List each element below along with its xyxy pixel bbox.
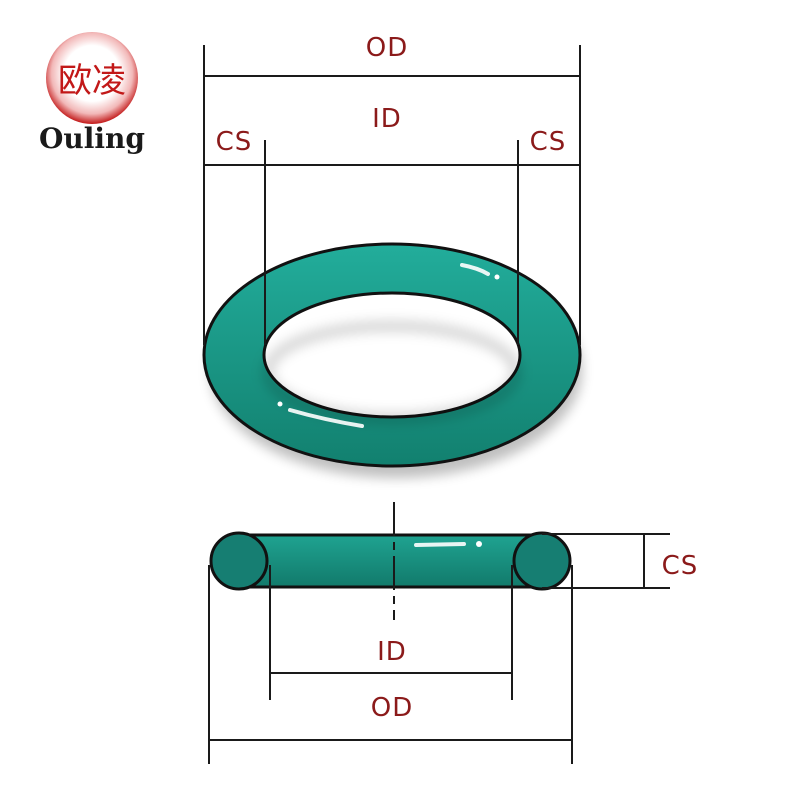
ring-inner-shadow <box>263 321 521 423</box>
brand-name: Ouling <box>39 122 145 155</box>
side-section-right <box>512 531 572 591</box>
side-highlight <box>414 542 466 547</box>
logo-glyphs: 欧凌 <box>58 61 126 101</box>
side-body <box>237 533 544 589</box>
top-id-label: ID <box>372 104 402 134</box>
top-od-label: OD <box>366 33 409 63</box>
side-section-left <box>209 531 269 591</box>
ring-inner-edge <box>262 291 522 419</box>
side-dimension-lines <box>208 502 670 764</box>
ring-highlight-dot <box>494 274 500 280</box>
side-id-label: ID <box>377 637 407 667</box>
top-cs-left-label: CS <box>216 127 253 157</box>
ring-top-view <box>202 242 582 478</box>
side-od-label: OD <box>371 693 414 723</box>
side-cs-label: CS <box>662 551 699 581</box>
ring-highlight-top <box>460 263 490 276</box>
brand-logo: 欧凌 Ouling <box>39 32 145 155</box>
ring-outer-edge <box>202 242 582 468</box>
top-cs-right-label: CS <box>530 127 567 157</box>
ring-highlight-bottom <box>288 408 364 428</box>
ring-side-view <box>209 531 572 591</box>
logo-circle <box>46 32 138 124</box>
ring-highlight-dot-2 <box>277 401 283 407</box>
side-highlight-dot <box>476 541 482 547</box>
top-dimension-lines <box>203 45 581 345</box>
